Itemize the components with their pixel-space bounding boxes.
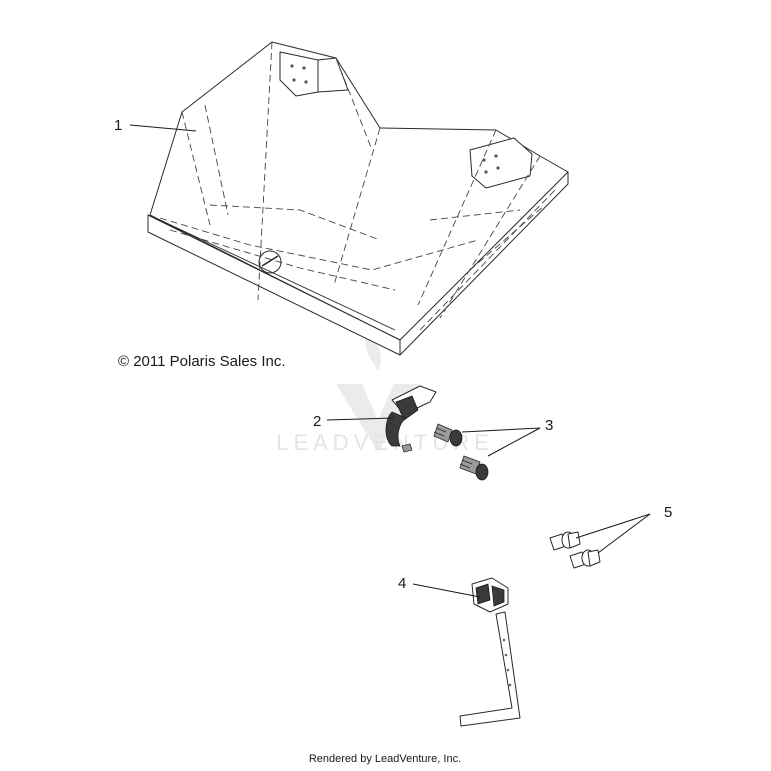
screw-a-icon [433,423,463,447]
bolt-b-icon [569,549,601,569]
screw-b-icon [459,455,489,481]
part-1-panel [147,41,569,356]
part-5-bolts [549,531,601,569]
callout-1: 1 [114,117,122,134]
part-3-screws [433,423,489,481]
bolt-a-icon [549,531,581,551]
callouts: 1 2 3 4 5 [114,117,672,592]
callout-4: 4 [398,575,406,592]
part-4-strap [459,577,521,727]
leader-lines [129,124,651,598]
emblem-icon [258,250,282,274]
callout-2: 2 [313,413,321,430]
copyright-text: © 2011 Polaris Sales Inc. [118,353,286,370]
callout-3: 3 [545,417,553,434]
callout-5: 5 [664,504,672,521]
part-2-latch [385,385,437,453]
footer-text: Rendered by LeadVenture, Inc. [309,753,461,765]
